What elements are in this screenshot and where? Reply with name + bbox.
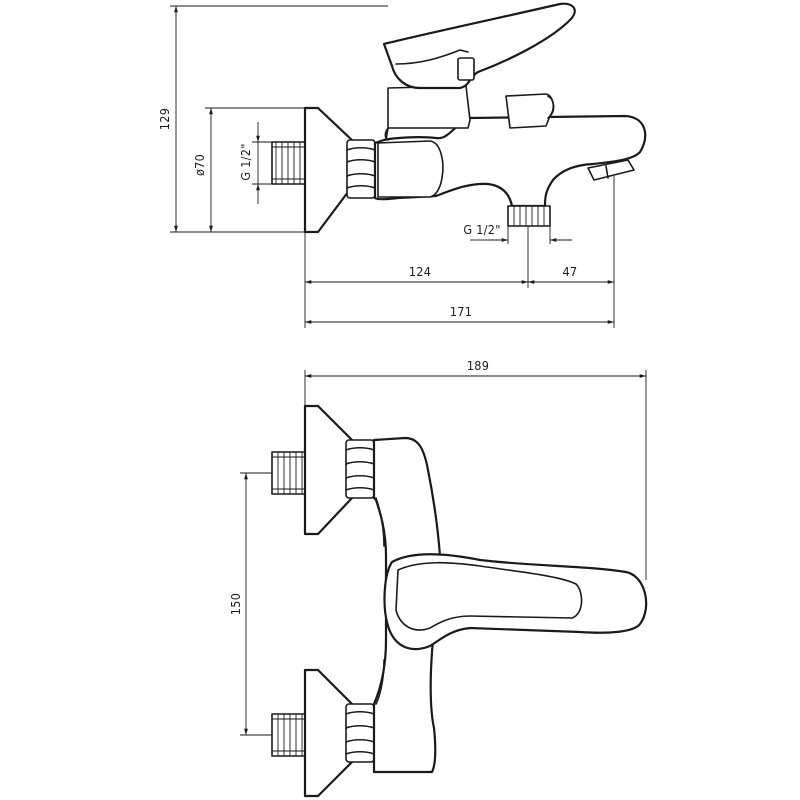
side-view: [271, 2, 647, 234]
side-cartridge: [387, 85, 471, 129]
front-lower-hex-nut: [345, 703, 375, 763]
side-aerator: [587, 159, 635, 181]
dim-width-total: 189: [467, 358, 489, 373]
front-lever-handle: [383, 553, 648, 651]
dim-outlet-to-spout: 47: [563, 264, 578, 279]
side-outlet-thread: [507, 205, 551, 227]
dim-projection-total: 171: [450, 304, 472, 319]
dim-outlet-thread: G 1/2": [463, 222, 500, 237]
side-dimensions: [170, 5, 615, 328]
dim-height-total: 129: [157, 108, 172, 130]
side-lever-handle: [382, 2, 576, 90]
side-diverter-knob: [505, 93, 555, 129]
front-upper-hex-nut: [345, 439, 375, 499]
dim-rosette-diameter: ø70: [192, 154, 207, 176]
dim-inlet-spacing: 150: [228, 593, 243, 615]
side-hex-nut: [346, 139, 376, 199]
side-faucet-body: [373, 114, 647, 208]
front-upper-rosette: [303, 404, 354, 536]
dim-inlet-thread: G 1/2": [238, 143, 253, 180]
front-lower-rosette: [303, 668, 354, 798]
front-dimensions: [240, 370, 647, 736]
dim-wall-to-outlet: 124: [409, 264, 431, 279]
front-view: [271, 404, 648, 798]
